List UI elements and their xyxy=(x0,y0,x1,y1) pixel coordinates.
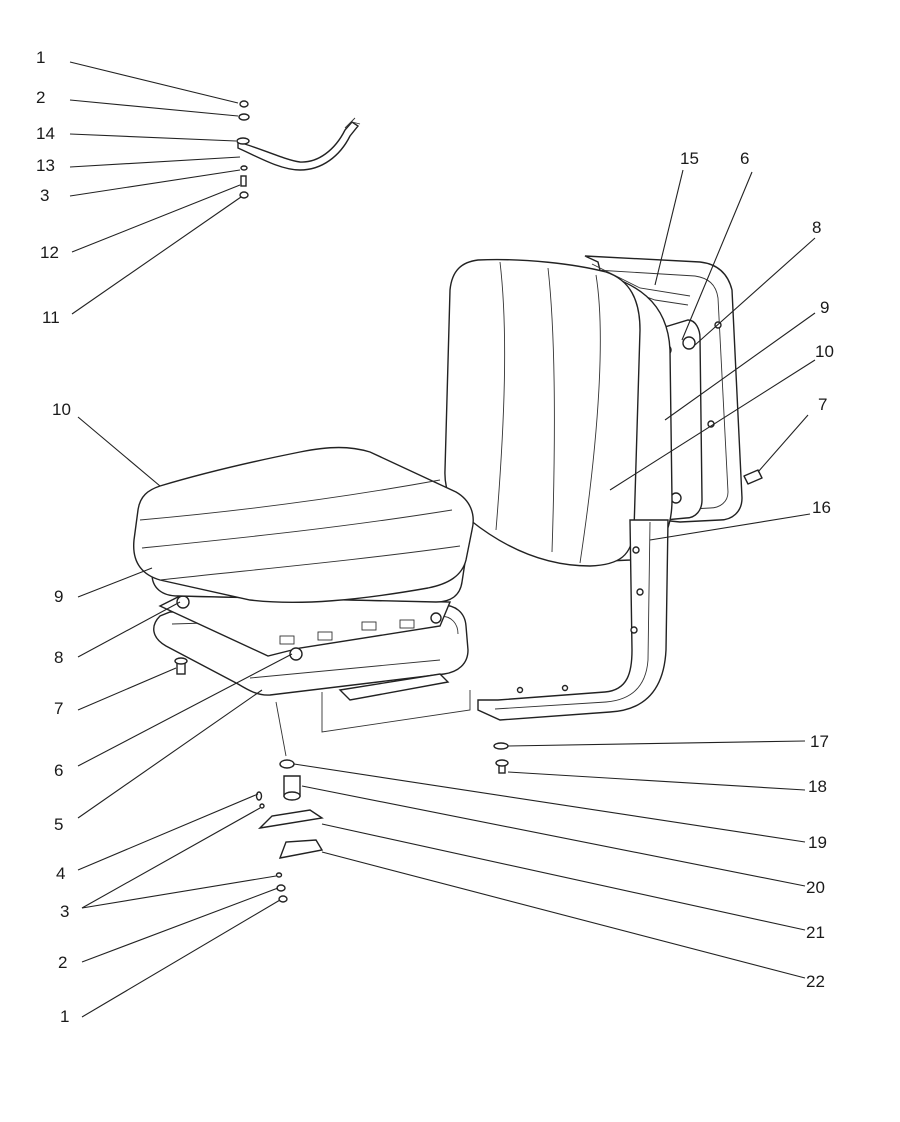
callout-10-top: 10 xyxy=(815,342,834,361)
callout-labels: 1 2 14 13 3 12 11 15 6 8 9 10 7 16 10 9 … xyxy=(36,48,834,1026)
callout-6-seat: 6 xyxy=(54,761,63,780)
callout-3-top: 3 xyxy=(40,186,49,205)
ring-part-19 xyxy=(279,759,295,769)
callout-16: 16 xyxy=(812,498,831,517)
callout-9-seat: 9 xyxy=(54,587,63,606)
strap-assembly xyxy=(236,100,361,199)
washer-part-3b xyxy=(275,872,283,878)
washer-part-17 xyxy=(493,742,509,750)
callout-3-bottom: 3 xyxy=(60,902,69,921)
callout-4: 4 xyxy=(56,864,65,883)
callout-10-seat: 10 xyxy=(52,400,71,419)
leader-lines-bottom xyxy=(77,740,806,1018)
callout-7-top: 7 xyxy=(818,395,827,414)
callout-22: 22 xyxy=(806,972,825,991)
callout-11: 11 xyxy=(42,308,60,327)
callout-2-bottom: 2 xyxy=(58,953,67,972)
plate-part-21 xyxy=(257,809,324,830)
callout-13: 13 xyxy=(36,156,55,175)
seat-assembly xyxy=(133,446,474,733)
callout-20: 20 xyxy=(806,878,825,897)
callout-1-top: 1 xyxy=(36,48,45,67)
callout-14: 14 xyxy=(36,124,55,143)
leader-lines-seat xyxy=(77,416,293,819)
callout-15: 15 xyxy=(680,149,699,168)
washer-part-2b xyxy=(276,884,286,892)
backrest-assembly xyxy=(444,255,763,721)
callout-19: 19 xyxy=(808,833,827,852)
callout-2-top: 2 xyxy=(36,88,45,107)
callout-12: 12 xyxy=(40,243,59,262)
callout-1-bottom: 1 xyxy=(60,1007,69,1026)
callout-21: 21 xyxy=(806,923,825,942)
leader-lines-backrest xyxy=(609,169,816,541)
callout-9-top: 9 xyxy=(820,298,829,317)
callout-6-top: 6 xyxy=(740,149,749,168)
mounting-hardware xyxy=(255,701,509,903)
nut-part-1b xyxy=(278,895,288,903)
nut-part-11 xyxy=(239,191,249,199)
callout-8-top: 8 xyxy=(812,218,821,237)
callout-5: 5 xyxy=(54,815,63,834)
callout-8-seat: 8 xyxy=(54,648,63,667)
bolt-part-12 xyxy=(240,175,247,187)
washer-part-3 xyxy=(240,165,248,171)
callout-7-seat: 7 xyxy=(54,699,63,718)
nut-part-1 xyxy=(239,100,249,108)
callout-18: 18 xyxy=(808,777,827,796)
pin-part-7-right xyxy=(743,469,763,485)
clip-part-14 xyxy=(236,137,250,145)
washer-part-2 xyxy=(238,113,250,121)
block-part-22 xyxy=(278,839,324,859)
pin-part-4 xyxy=(255,791,263,801)
callout-17: 17 xyxy=(810,732,829,751)
leader-lines-top xyxy=(69,61,242,315)
